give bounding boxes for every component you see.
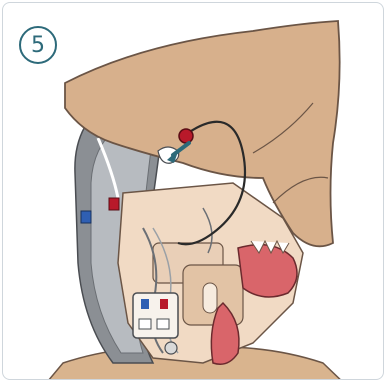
connector-block [133,293,178,338]
manikin-head-illustration [3,3,384,380]
red-connector [160,299,168,309]
flap-red-plug [179,129,193,143]
step-number-badge: 5 [19,26,57,64]
illustration-panel: 5 [2,2,384,380]
step-number: 5 [31,33,45,58]
side-red-plug [109,198,119,210]
internal-slot [203,283,217,313]
screw [165,342,177,354]
side-blue-plug [81,211,91,223]
blue-connector [141,299,149,309]
connector-socket-1 [139,319,151,329]
connector-socket-2 [157,319,169,329]
